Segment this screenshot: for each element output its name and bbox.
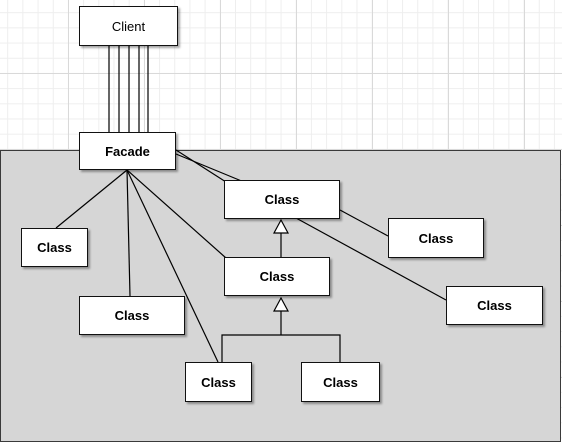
association-line <box>126 169 131 297</box>
association-line <box>175 149 227 183</box>
class-box-left-bottom[interactable]: Class <box>79 296 185 335</box>
inheritance-arrowhead <box>272 296 290 312</box>
class-box-middle[interactable]: Class <box>224 257 330 296</box>
facade-box[interactable]: Facade <box>79 132 176 170</box>
client-box[interactable]: Client <box>79 6 178 46</box>
class-label: Class <box>418 230 454 246</box>
class-label: Class <box>114 308 150 323</box>
class-label: Class <box>201 374 236 390</box>
class-label: Class <box>259 269 295 284</box>
class-box-child-right[interactable]: Class <box>301 362 380 402</box>
inheritance-arrowhead <box>272 218 290 234</box>
association-line <box>126 169 219 363</box>
association-line <box>126 169 227 259</box>
class-label: Class <box>477 298 512 313</box>
inheritance-children-middle <box>221 296 341 362</box>
class-label: Class <box>323 374 358 390</box>
client-label: Client <box>111 18 146 34</box>
class-box-parent[interactable]: Class <box>224 180 340 219</box>
class-box-child-left[interactable]: Class <box>185 362 252 402</box>
association-line <box>295 217 447 301</box>
class-box-right-top[interactable]: Class <box>388 218 484 258</box>
class-box-right-bottom[interactable]: Class <box>446 286 543 325</box>
facade-associations <box>55 149 447 363</box>
association-line <box>55 169 128 229</box>
class-label: Class <box>264 192 300 207</box>
inheritance-branch <box>221 334 341 362</box>
inheritance-middle-parent <box>272 218 290 258</box>
association-line <box>339 209 389 237</box>
client-facade-links <box>108 46 149 132</box>
facade-label: Facade <box>105 143 150 159</box>
class-label: Class <box>37 240 72 255</box>
class-box-left-small[interactable]: Class <box>21 228 88 267</box>
association-line <box>175 153 245 183</box>
